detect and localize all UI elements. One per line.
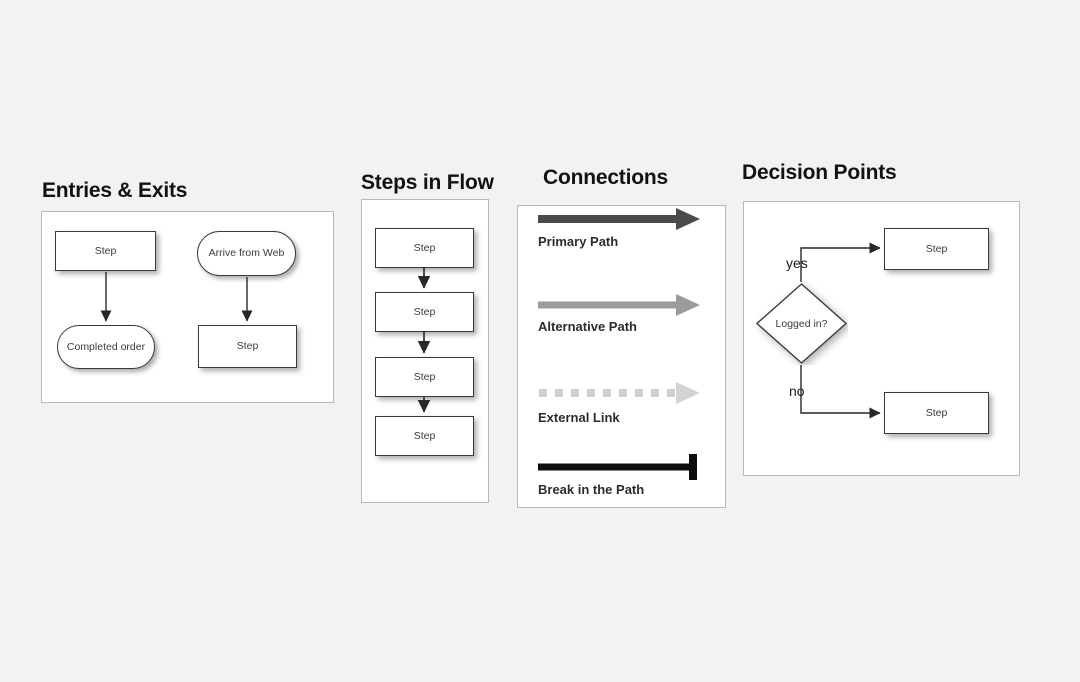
node-arrive-from-web[interactable]: Arrive from Web bbox=[197, 231, 296, 276]
legend-label-break-in-path: Break in the Path bbox=[538, 482, 645, 497]
node-decision-no-step[interactable]: Step bbox=[884, 392, 989, 434]
node-flow-step-1[interactable]: Step bbox=[375, 228, 474, 268]
section-title-steps-in-flow: Steps in Flow bbox=[361, 171, 494, 194]
node-flow-step-4[interactable]: Step bbox=[375, 416, 474, 456]
node-decision-logged-in[interactable]: Logged in? bbox=[755, 282, 848, 365]
legend-label-alternative-path: Alternative Path bbox=[538, 319, 637, 334]
section-title-decision-points: Decision Points bbox=[742, 161, 897, 184]
branch-label-yes: yes bbox=[786, 255, 808, 271]
node-step-right[interactable]: Step bbox=[198, 325, 297, 368]
node-completed-order[interactable]: Completed order bbox=[57, 325, 155, 369]
legend-art-break-in-path bbox=[538, 454, 697, 480]
section-title-connections: Connections bbox=[543, 166, 668, 189]
node-flow-step-3[interactable]: Step bbox=[375, 357, 474, 397]
branch-label-no: no bbox=[789, 383, 805, 399]
node-step-left[interactable]: Step bbox=[55, 231, 156, 271]
diamond-shape bbox=[755, 283, 848, 364]
node-flow-step-2[interactable]: Step bbox=[375, 292, 474, 332]
legend-art-external-link bbox=[539, 382, 700, 404]
legend-label-primary-path: Primary Path bbox=[538, 234, 619, 249]
decision-label: Logged in? bbox=[775, 317, 828, 330]
section-title-entries-exits: Entries & Exits bbox=[42, 179, 188, 202]
node-decision-yes-step[interactable]: Step bbox=[884, 228, 989, 270]
legend-label-external-link: External Link bbox=[538, 410, 620, 425]
legend-art-primary-path bbox=[538, 208, 700, 230]
legend-art-alternative-path bbox=[538, 294, 700, 316]
